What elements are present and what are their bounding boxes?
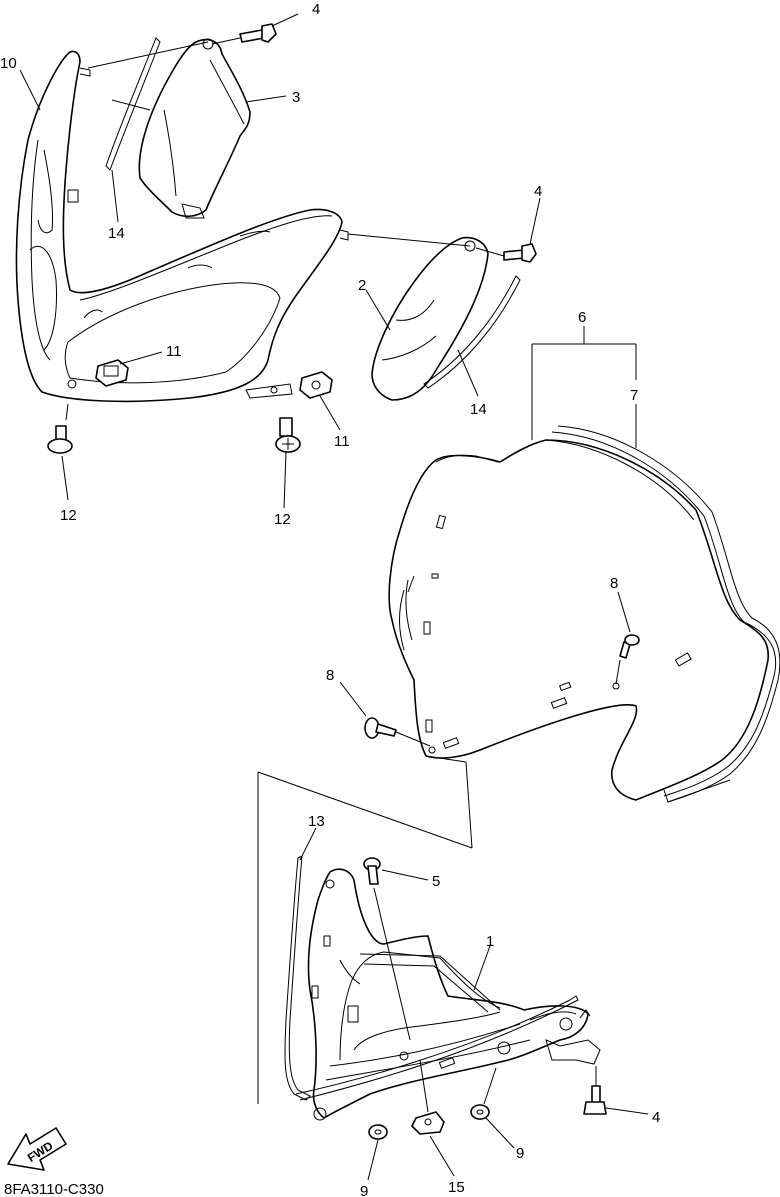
callout-7: 7 xyxy=(630,387,638,404)
callout-10: 10 xyxy=(0,55,17,72)
callout-9-right: 9 xyxy=(516,1145,524,1162)
diagram-code: 8FA3110-C330 xyxy=(4,1181,104,1197)
callout-14-right: 14 xyxy=(470,401,487,418)
callout-3: 3 xyxy=(292,89,300,106)
part-2-inner-panel xyxy=(371,236,489,401)
callout-14-left: 14 xyxy=(108,225,125,242)
part-15-clip xyxy=(411,1111,445,1135)
callout-6: 6 xyxy=(578,309,586,326)
callout-8-left: 8 xyxy=(326,667,334,684)
callout-12-right: 12 xyxy=(274,511,291,528)
part-12-screw-right xyxy=(275,417,301,453)
part-8-screw-left xyxy=(364,717,397,739)
callout-13: 13 xyxy=(308,813,325,830)
part-6-windscreen xyxy=(388,425,780,803)
part-1-inner-fairing xyxy=(307,868,601,1121)
part-11-clip-lower xyxy=(299,371,333,399)
callout-9-left: 9 xyxy=(360,1183,368,1197)
callout-labels: 1 2 3 4 4 4 5 6 7 8 8 9 9 10 11 11 12 12… xyxy=(0,1,660,1197)
part-14-seal-strip-right xyxy=(423,275,521,389)
part-11-clip-upper xyxy=(95,359,129,387)
callout-12-left: 12 xyxy=(60,507,77,524)
part-3-air-duct-panel xyxy=(138,38,251,219)
callout-5: 5 xyxy=(432,873,440,890)
part-9-grommet-left xyxy=(368,1124,388,1140)
callout-15: 15 xyxy=(448,1179,465,1196)
part-4-bolt-lower xyxy=(583,1066,607,1115)
assembly-frame-lines xyxy=(257,755,473,1104)
part-12-rivet-left xyxy=(47,425,73,454)
callout-11-lower: 11 xyxy=(334,433,350,450)
leader-lines xyxy=(19,13,649,1181)
callout-4-middle: 4 xyxy=(534,183,542,200)
callout-2: 2 xyxy=(358,277,366,294)
part-13-long-strip xyxy=(284,855,579,1101)
part-8-screw-right xyxy=(619,634,640,659)
callout-4-lower: 4 xyxy=(652,1109,660,1126)
part-10-side-cowling xyxy=(15,50,349,403)
callout-4-top: 4 xyxy=(312,1,320,18)
callout-1: 1 xyxy=(486,933,494,950)
part-9-grommet-right xyxy=(470,1104,490,1120)
callout-11-upper: 11 xyxy=(166,343,182,360)
part-5-screw xyxy=(363,857,411,1041)
fwd-arrow-icon: FWD xyxy=(7,1127,67,1171)
part-4-bolt-middle xyxy=(503,243,537,263)
callout-8-right: 8 xyxy=(610,575,618,592)
part-4-bolt-top xyxy=(239,23,277,43)
part-14-seal-strip-left xyxy=(105,37,161,171)
